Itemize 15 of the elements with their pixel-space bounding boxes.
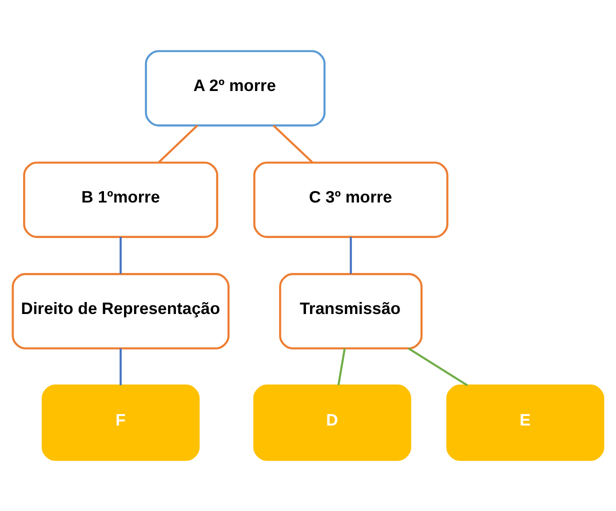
connector xyxy=(350,236,352,274)
node-box: D xyxy=(253,384,412,461)
node-box: C 3º morre xyxy=(253,162,448,238)
node-box: Direito de Representação xyxy=(12,273,230,350)
connector xyxy=(408,348,468,386)
connector xyxy=(120,236,122,274)
connector xyxy=(158,124,198,164)
node-box: E xyxy=(446,384,604,461)
connector xyxy=(120,348,122,386)
node-box: B 1ºmorre xyxy=(23,162,218,238)
connector xyxy=(337,348,346,386)
connector xyxy=(272,124,314,164)
node-box: Transmissão xyxy=(279,273,423,350)
node-box: A 2º morre xyxy=(144,50,326,126)
node-box: F xyxy=(42,384,200,461)
